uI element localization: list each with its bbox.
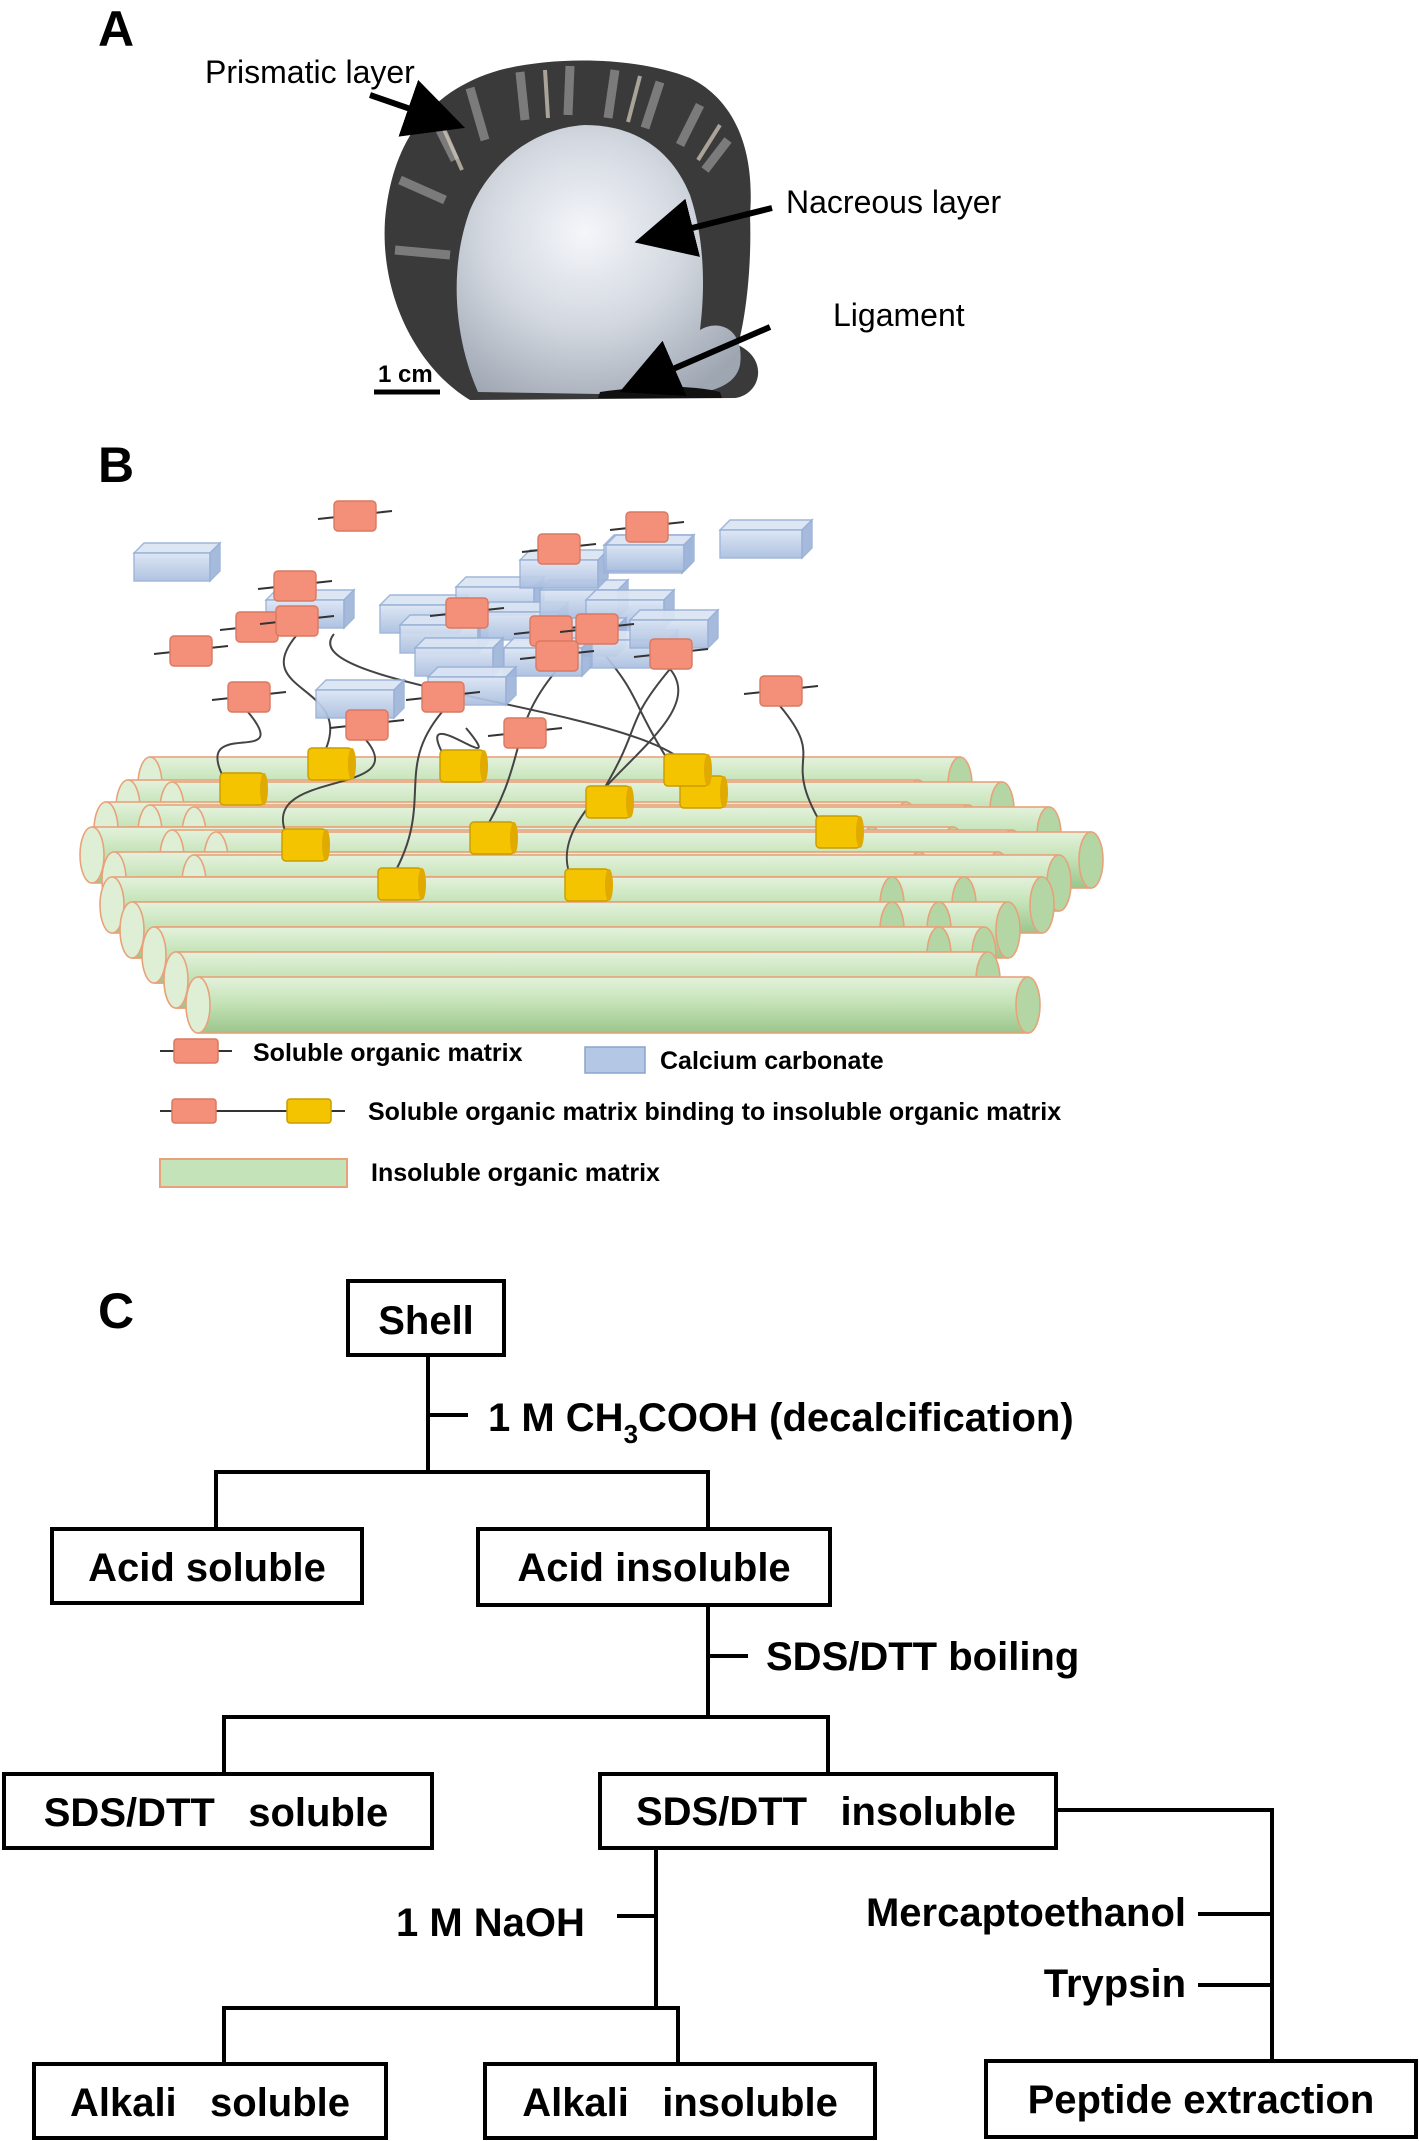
legend-insoluble-symbol — [159, 1158, 348, 1188]
flowchart-boxes — [2, 1279, 1418, 2140]
box-peptide-extraction — [984, 2059, 1418, 2139]
label-nacreous-layer: Nacreous layer — [786, 184, 1002, 220]
soluble-organic-matrix-unit — [317, 500, 393, 532]
box-acid-insoluble — [476, 1527, 832, 1607]
soluble-organic-matrix-unit — [559, 613, 635, 645]
nacreous-interior — [456, 125, 741, 396]
soluble-organic-matrix-unit — [153, 635, 229, 667]
tether — [216, 711, 262, 790]
box-shell — [346, 1279, 506, 1357]
box-sds-soluble — [2, 1772, 434, 1850]
legend-soluble-symbol — [160, 1038, 232, 1064]
binding-site-unit — [663, 753, 712, 787]
shell-label: Shell — [378, 1299, 474, 1343]
tether — [565, 668, 680, 886]
mercaptoethanol-label: Mercaptoethanol — [866, 1891, 1186, 1935]
binding-site-unit — [281, 828, 330, 862]
soluble-organic-matrix-unit — [609, 511, 685, 543]
label-ligament: Ligament — [833, 297, 965, 333]
soluble-organic-matrix-unit — [521, 533, 597, 565]
soluble-organic-matrix-unit — [429, 597, 505, 629]
soluble-organic-matrix-unit — [519, 640, 595, 672]
soluble-organic-matrix-unit — [329, 709, 405, 741]
soluble-organic-matrix-unit — [257, 570, 333, 602]
trypsin-label: Trypsin — [1044, 1962, 1186, 2006]
tether — [282, 739, 376, 846]
tether — [436, 727, 480, 767]
soluble-organic-matrix-unit — [211, 681, 287, 713]
legend: Soluble organic matrix Calcium carbonate… — [159, 1038, 1061, 1188]
legend-calcium-label: Calcium carbonate — [660, 1047, 884, 1075]
tether — [595, 668, 671, 803]
alkali-insoluble-label: Alkali insoluble — [522, 2081, 838, 2125]
scale-bar-label: 1 cm — [378, 361, 433, 388]
soluble-organic-matrix-unit — [487, 717, 563, 749]
binding-site-unit — [815, 815, 864, 849]
box-acid-soluble — [50, 1527, 364, 1605]
calcium-carbonate-crystal — [426, 665, 518, 707]
panel-label-a: A — [98, 1, 134, 57]
shell-photo — [384, 60, 759, 400]
legend-insoluble-label: Insoluble organic matrix — [371, 1159, 660, 1187]
sds-boiling-label: SDS/DTT boiling — [766, 1635, 1079, 1679]
insoluble-organic-matrix-bundle — [79, 756, 1104, 1034]
binding-site-unit — [219, 772, 268, 806]
acid-insoluble-label: Acid insoluble — [517, 1546, 790, 1590]
fiber — [185, 976, 1041, 1034]
flowchart-connectors — [214, 1355, 1274, 2064]
panel-label-c: C — [98, 1283, 134, 1339]
binding-site-unit — [439, 749, 488, 783]
alkali-soluble-label: Alkali soluble — [70, 2081, 350, 2125]
decalcification-label: 1 M CH3COOH (decalcification) — [488, 1396, 1074, 1449]
flowchart-labels: Shell 1 M CH3COOH (decalcification) Acid… — [44, 1299, 1375, 2125]
legend-soluble-label: Soluble organic matrix — [253, 1039, 523, 1067]
box-alkali-soluble — [32, 2062, 388, 2140]
acid-soluble-label: Acid soluble — [88, 1546, 326, 1590]
legend-calcium-symbol — [584, 1046, 646, 1074]
binding-site-unit — [469, 821, 518, 855]
tether — [387, 711, 443, 885]
calcium-carbonate-crystal — [718, 518, 814, 560]
arrow-nacreous — [634, 198, 773, 257]
panel-label-b: B — [98, 437, 134, 493]
naoh-label: 1 M NaOH — [396, 1901, 585, 1945]
soluble-organic-matrix-unit — [633, 638, 709, 670]
legend-binding-label: Soluble organic matrix binding to insolu… — [368, 1098, 1061, 1126]
calcium-carbonate-crystal — [132, 541, 222, 583]
binding-site-unit — [564, 868, 613, 902]
soluble-organic-matrix-unit — [743, 675, 819, 707]
box-alkali-insoluble — [483, 2062, 877, 2140]
arrow-ligament — [619, 324, 772, 396]
binding-site-unit — [377, 867, 426, 901]
tether — [282, 635, 332, 765]
legend-binding-symbol — [160, 1098, 345, 1124]
soluble-organic-matrix-units — [153, 500, 864, 902]
arrow-prismatic — [369, 79, 466, 137]
tether — [779, 705, 827, 833]
box-sds-insoluble — [598, 1772, 1058, 1850]
binding-site-unit — [307, 747, 356, 781]
label-prismatic-layer: Prismatic layer — [205, 54, 415, 90]
binding-site-unit — [585, 785, 634, 819]
soluble-organic-matrix-unit — [259, 605, 335, 637]
soluble-organic-matrix-unit — [405, 681, 481, 713]
peptide-extraction-label: Peptide extraction — [1028, 2078, 1375, 2122]
sds-insoluble-label: SDS/DTT insoluble — [636, 1790, 1016, 1834]
calcium-carbonate-crystal — [628, 608, 720, 650]
sds-soluble-label: SDS/DTT soluble — [44, 1791, 388, 1835]
